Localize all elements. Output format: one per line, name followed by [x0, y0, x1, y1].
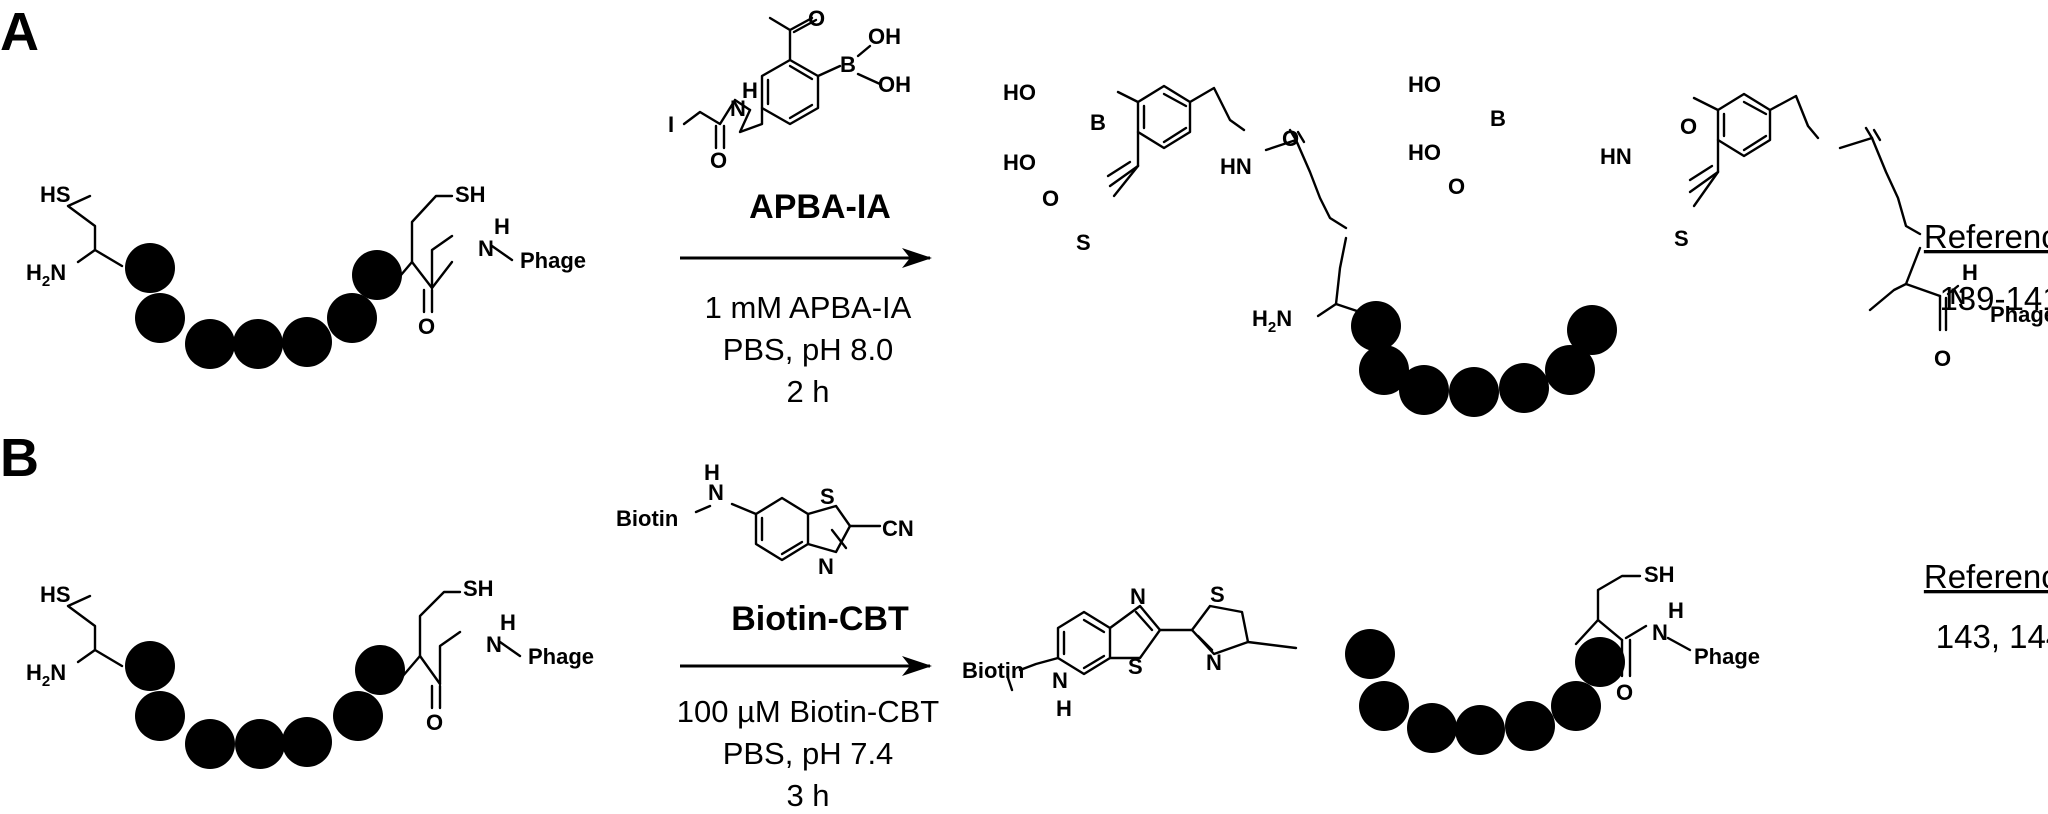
amide-n-label: N	[1652, 620, 1668, 645]
carbonyl-o-label: O	[1616, 680, 1633, 705]
carbonyl-o-label: O	[1934, 346, 1951, 371]
condition-line-b1: 100 µM Biotin-CBT	[677, 694, 940, 729]
condition-line-a3: 2 h	[786, 374, 829, 409]
condition-line-a2: PBS, pH 8.0	[723, 332, 894, 367]
thioether-s-label: S	[1674, 226, 1689, 251]
thiazole-s-label: S	[820, 484, 835, 509]
ketone-o-label: O	[1042, 186, 1059, 211]
amine-label: H2N	[1252, 306, 1292, 336]
panel-a-product: HO B HO O HN O S H2N HO B HO O HN O S H …	[1003, 72, 2048, 417]
carbonyl-o-label: O	[426, 710, 443, 735]
thioether-s-label: S	[1076, 230, 1091, 255]
thiol-label: SH	[463, 576, 494, 601]
panel-b-product: Biotin N H N S S N SH H N O Phage	[962, 562, 1760, 755]
ketone-o-label: O	[1448, 174, 1465, 199]
biotin-cbt-structure: H N Biotin S N CN	[616, 460, 914, 579]
thiazole-n-label: N	[818, 554, 834, 579]
benzothiazole-n-label: N	[1130, 584, 1146, 609]
amine-h-label: H	[1056, 696, 1072, 721]
boronic-ho-label: HO	[1408, 140, 1441, 165]
carbonyl-o-label: O	[1282, 126, 1299, 151]
phage-label: Phage	[520, 248, 586, 273]
reference-heading-b: Reference	[1924, 558, 2048, 595]
peptide-beads-b2	[1345, 629, 1625, 755]
thiazoline-n-label: N	[1206, 650, 1222, 675]
amide-hn-label: HN	[1220, 154, 1252, 179]
amide-h-label: H	[1668, 598, 1684, 623]
biotin-label: Biotin	[962, 658, 1024, 683]
amine-n-label: N	[1052, 668, 1068, 693]
thiol-label: HS	[40, 182, 71, 207]
nitrile-label: CN	[882, 516, 914, 541]
thiol-label: SH	[1644, 562, 1675, 587]
panel-label-a: A	[0, 2, 39, 62]
amide-n-label: N	[478, 236, 494, 261]
reference-heading-a: Reference	[1924, 218, 2048, 255]
amine-label: H2N	[26, 260, 66, 290]
thiol-label: SH	[455, 182, 486, 207]
boronic-ho-label: HO	[1003, 150, 1036, 175]
condition-line-b3: 3 h	[786, 778, 829, 813]
phage-label: Phage	[1990, 302, 2048, 327]
benzothiazole-s-label: S	[1128, 654, 1143, 679]
amide-hn-label: HN	[1600, 144, 1632, 169]
ketone-o-label: O	[808, 6, 825, 31]
phage-label: Phage	[1694, 644, 1760, 669]
amide-h-label: H	[500, 610, 516, 635]
carbonyl-o-label: O	[710, 148, 727, 173]
carbonyl-o-label: O	[1680, 114, 1697, 139]
peptide-beads-b1	[125, 641, 405, 769]
boron-label: B	[1090, 110, 1106, 135]
phage-label: Phage	[528, 644, 594, 669]
apba-ia-structure: O B OH OH H N O I	[668, 6, 911, 173]
boronic-oh-label: OH	[868, 24, 901, 49]
panel-b-starting-peptide: HS H2N SH H N O Phage	[26, 576, 594, 769]
amide-n-label: N	[486, 632, 502, 657]
reagent-name-b: Biotin-CBT	[731, 600, 909, 638]
amine-label: H2N	[26, 660, 66, 690]
panel-a-starting-peptide: HS H2N SH H N O Phage	[26, 182, 586, 369]
boronic-ho-label: HO	[1003, 80, 1036, 105]
amine-n-label: N	[708, 480, 724, 505]
peptide-beads-a1	[125, 243, 402, 369]
amide-n-label: N	[730, 96, 746, 121]
reference-numbers-a: 139-141	[1939, 280, 2048, 317]
reference-numbers-b: 143, 144	[1936, 618, 2048, 655]
amide-h-label: H	[1962, 260, 1978, 285]
amide-h-label: H	[494, 214, 510, 239]
amine-h-label: H	[704, 460, 720, 485]
amide-n-label: N	[1950, 284, 1966, 309]
boronic-oh-label: OH	[878, 72, 911, 97]
boronic-ho-label: HO	[1408, 72, 1441, 97]
reagent-name-a: APBA-IA	[749, 188, 891, 226]
biotin-label: Biotin	[616, 506, 678, 531]
boron-label: B	[1490, 106, 1506, 131]
iodine-label: I	[668, 112, 674, 137]
condition-line-b2: PBS, pH 7.4	[723, 736, 894, 771]
thiazoline-s-label: S	[1210, 582, 1225, 607]
panel-label-b: B	[0, 428, 39, 488]
boron-label: B	[840, 52, 856, 77]
amide-h-label: H	[742, 78, 758, 103]
thiol-label: HS	[40, 582, 71, 607]
carbonyl-o-label: O	[418, 314, 435, 339]
peptide-beads-a2	[1351, 301, 1617, 417]
condition-line-a1: 1 mM APBA-IA	[705, 290, 912, 325]
